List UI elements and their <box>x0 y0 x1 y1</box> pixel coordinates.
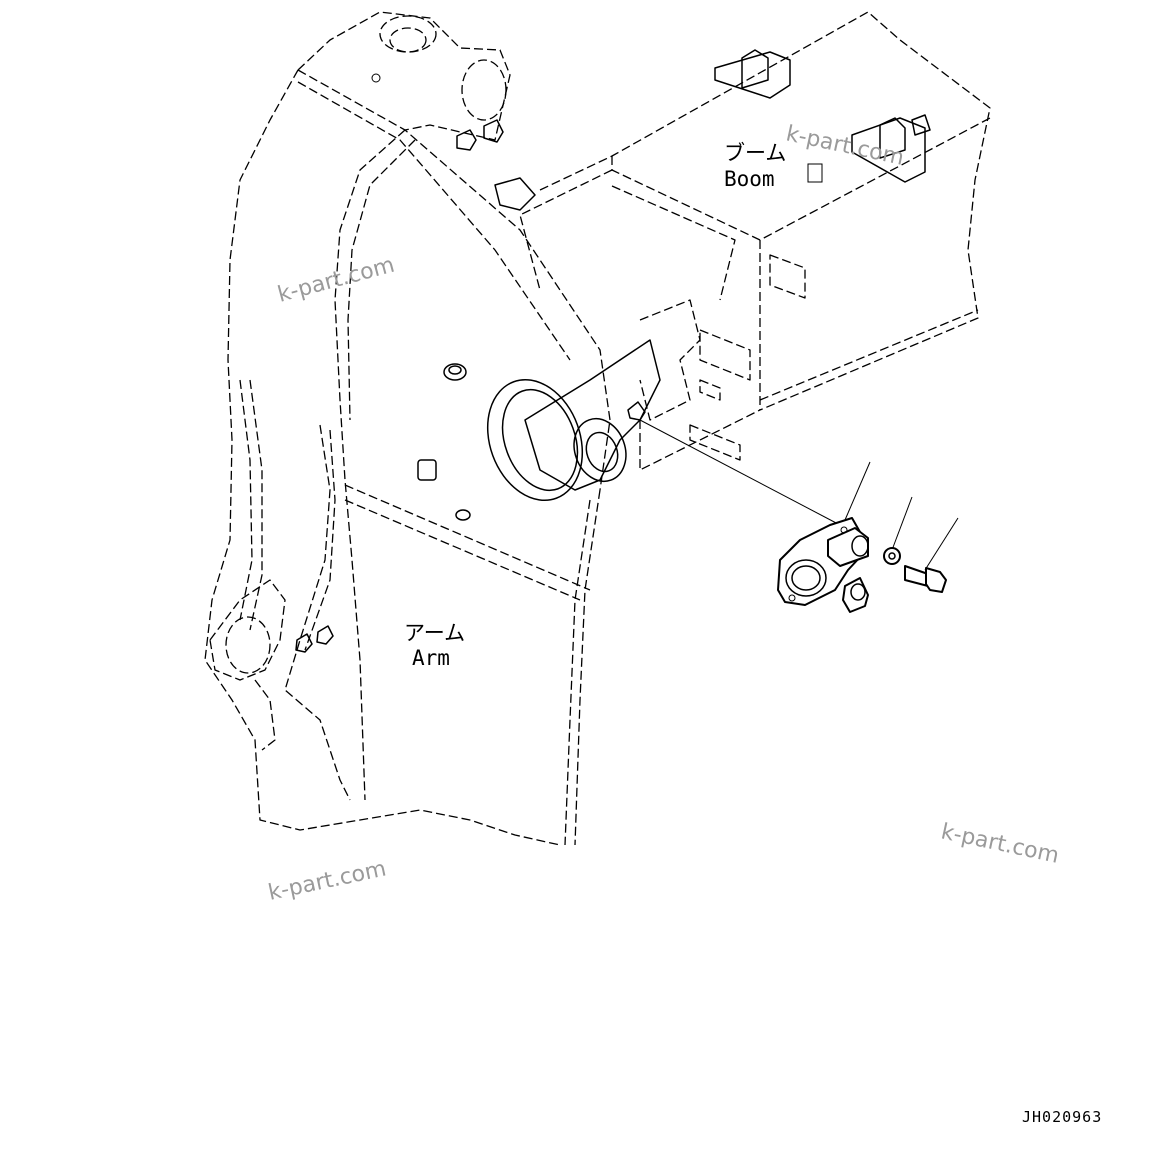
bolt <box>904 565 947 593</box>
arm-outline <box>204 11 611 846</box>
watermark-1: k-part.com <box>784 121 906 170</box>
boom-label-en: Boom <box>724 167 775 191</box>
boom-label-jp: ブーム <box>724 141 786 165</box>
arm-lower-eye <box>209 579 334 751</box>
cover-plate-assembly <box>777 517 869 613</box>
boom-brackets <box>714 49 931 183</box>
washer <box>883 547 901 565</box>
arm-label-en: Arm <box>412 646 450 670</box>
watermark-2: k-part.com <box>275 253 397 308</box>
watermark-4: k-part.com <box>939 819 1061 868</box>
boom-outline <box>519 11 991 471</box>
arm-label-jp: アーム <box>404 621 465 645</box>
arm-top-boss <box>371 15 536 211</box>
leader-lines <box>639 419 959 571</box>
drawing-code: JH020963 <box>1022 1108 1102 1126</box>
pin-boss <box>486 339 661 502</box>
arm-center-features <box>417 363 471 521</box>
watermark-3: k-part.com <box>266 857 388 906</box>
